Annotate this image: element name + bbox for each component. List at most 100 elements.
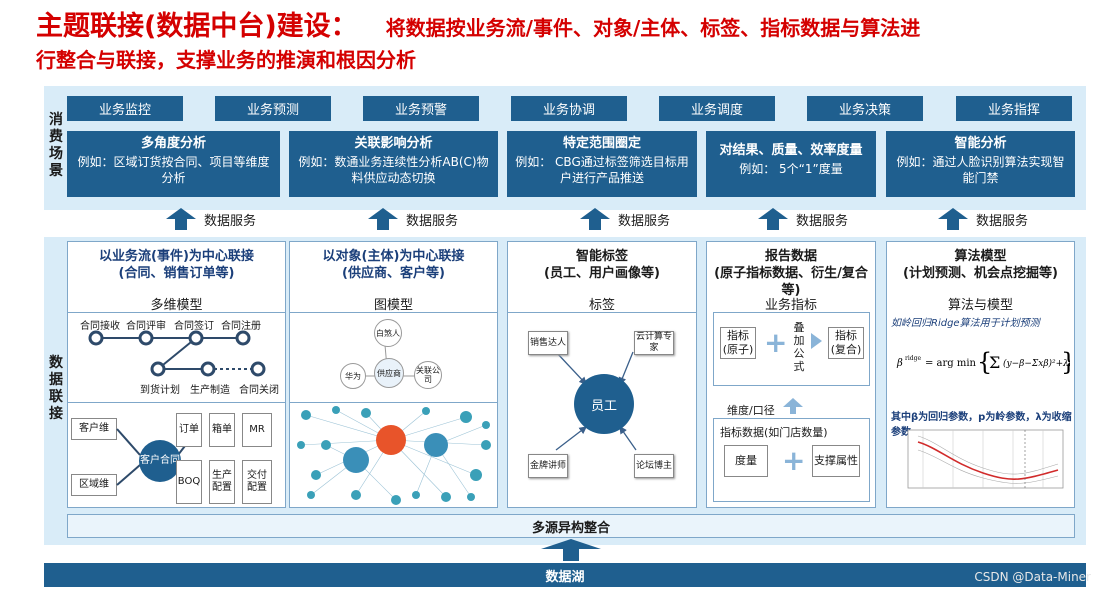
scenario-range-selection: 特定范围圈定 例如： CBG通过标签筛选目标用户进行产品推送	[507, 131, 697, 197]
data-service-4: 数据服务	[758, 207, 848, 231]
scenario-heading: 智能分析	[954, 136, 1007, 151]
data-service-2: 数据服务	[368, 207, 458, 231]
data-service-label: 数据服务	[976, 213, 1029, 229]
service-business-monitor: 业务监控	[67, 96, 183, 121]
data-service-1: 数据服务	[166, 207, 256, 231]
up-arrow-icon	[541, 539, 601, 561]
scenario-body: 例如：区域订货按合同、项目等维度分析	[77, 155, 270, 185]
scenario-intelligent-analysis: 智能分析 例如：通过人脸识别算法实现智能门禁	[886, 131, 1075, 197]
link-side-label: 数据联接	[49, 355, 63, 422]
fact-order: 订单	[176, 413, 202, 447]
ridge-trace-chart-image	[907, 429, 1064, 489]
column-heading: 报告数据 (原子指标数据、衍生/复合等)	[707, 242, 875, 299]
data-service-5: 数据服务	[938, 207, 1028, 231]
up-arrow-icon	[758, 208, 788, 230]
service-business-decision: 业务决策	[807, 96, 923, 121]
fact-boq: BOQ	[176, 460, 202, 504]
scenario-body: 例如： CBG通过标签筛选目标用户进行产品推送	[515, 155, 689, 185]
network-graph-image	[297, 406, 491, 505]
svg-text:= arg min: = arg min	[925, 358, 977, 369]
up-arrow-icon	[166, 208, 196, 230]
title-main: 主题联接(数据中台)建设：	[36, 11, 358, 42]
svg-text:(y−β−Σxβ)²+λΣβ²: (y−β−Σxβ)²+λΣβ²	[1003, 358, 1070, 369]
data-service-3: 数据服务	[580, 207, 670, 231]
service-business-coordination: 业务协调	[511, 96, 627, 121]
column-subtitle: (合同、销售订单等)	[118, 266, 235, 281]
scenario-heading: 多角度分析	[140, 136, 206, 151]
right-arrow-icon	[811, 333, 822, 349]
column-subtitle: (计划预测、机会点挖掘等)	[903, 266, 1058, 281]
svg-text:}: }	[1061, 348, 1070, 376]
fact-production-config: 生产配置	[209, 460, 235, 504]
tag-gold-lecturer: 金牌讲师	[528, 454, 568, 478]
tag-cloud-expert: 云计算专家	[634, 331, 674, 355]
model-label: 图模型	[373, 298, 413, 313]
data-service-label: 数据服务	[406, 213, 459, 229]
plus-icon: +	[782, 444, 806, 477]
dim-region: 区域维	[71, 474, 117, 496]
graph-node-huawei: 华为	[340, 363, 366, 389]
tag-links	[555, 351, 637, 451]
fact-packing-list: 箱单	[209, 413, 235, 447]
column-subtitle: (供应商、客户等)	[342, 266, 445, 281]
up-arrow-icon	[783, 398, 803, 407]
tag-forum-blogger: 论坛博主	[634, 454, 674, 478]
svg-text:{: {	[977, 348, 992, 376]
metric-composite: 指标(复合)	[828, 327, 864, 359]
scenario-impact-analysis: 关联影响分析 例如：数通业务连续性分析AB(C)物料供应动态切换	[289, 131, 498, 197]
title-subtitle: 将数据按业务流/事件、对象/主体、标签、指标数据与算法进	[385, 16, 921, 40]
service-business-warning: 业务预警	[363, 96, 479, 121]
service-business-forecast: 业务预测	[215, 96, 331, 121]
scenario-body: 例如：数通业务连续性分析AB(C)物料供应动态切换	[298, 155, 489, 185]
scenario-measurement: 对结果、质量、效率度量 例如： 5个“1”度量	[706, 131, 876, 197]
column-heading: 算法模型 (计划预测、机会点挖掘等)	[887, 242, 1074, 282]
stack-formula-label: 叠加公式	[793, 321, 805, 373]
column-heading: 以业务流(事件)为中心联接 (合同、销售订单等)	[68, 242, 285, 282]
dim-customer: 客户维	[71, 418, 117, 440]
up-arrow-stem	[790, 407, 796, 414]
title-subtitle-line2: 行整合与联接，支撑业务的推演和根因分析	[36, 48, 416, 72]
param-note: 其中β为回归参数，p为岭参数，λ为收缩参数	[891, 412, 1072, 438]
data-lake: 数据湖	[44, 563, 1086, 587]
column-title: 智能标签	[575, 249, 628, 264]
employee-node: 员工	[574, 374, 634, 434]
column-smart-tags: 智能标签 (员工、用户画像等) 标签 销售达人 云计算专家 金牌讲师 论坛博主 …	[507, 241, 697, 508]
column-subtitle: (员工、用户画像等)	[544, 266, 660, 281]
service-business-command: 业务指挥	[956, 96, 1072, 121]
consume-side-label: 消费场景	[49, 112, 63, 179]
column-title: 以业务流(事件)为中心联接	[99, 249, 254, 264]
up-arrow-icon	[938, 208, 968, 230]
page-title: 主题联接(数据中台)建设： 将数据按业务流/事件、对象/主体、标签、指标数据与算法…	[36, 12, 1096, 75]
ridge-formula-image: β ridge = arg min { Σ (y−β−Σxβ)²+λΣβ² }	[896, 348, 1070, 376]
scenario-body: 例如：通过人脸识别算法实现智能门禁	[896, 155, 1065, 185]
divider	[68, 312, 285, 313]
data-service-label: 数据服务	[796, 213, 849, 229]
metric-data-label: 指标数据(如门店数量)	[720, 426, 828, 439]
supporting-attribute-box: 支撑属性	[812, 445, 860, 477]
dimension-label: 维度/口径	[727, 404, 775, 417]
svg-text:ridge: ridge	[905, 355, 921, 362]
model-label: 算法与模型	[947, 298, 1013, 313]
flow-step-receive: 合同接收	[80, 321, 120, 332]
graph-node-person: 白煞人	[374, 319, 402, 347]
model-label: 多维模型	[150, 298, 203, 313]
metric-atomic: 指标(原子)	[720, 327, 756, 359]
metric-data-box: 指标数据(如门店数量) 度量 + 支撑属性	[713, 418, 870, 502]
svg-text:β: β	[896, 358, 903, 369]
metric-formula-box: 指标(原子) + 叠加公式 指标(复合)	[713, 312, 870, 386]
column-business-flow: 以业务流(事件)为中心联接 (合同、销售订单等) 多维模型 合同接收 合同评审 …	[67, 241, 286, 508]
tag-sales-star: 销售达人	[528, 331, 568, 355]
graph-node-supplier: 供应商	[374, 358, 404, 388]
contract-flow-diagram	[88, 330, 266, 377]
service-business-scheduling: 业务调度	[659, 96, 775, 121]
graph-node-affiliate: 关联公司	[414, 361, 442, 389]
data-service-label: 数据服务	[618, 213, 671, 229]
column-algorithm-model: 算法模型 (计划预测、机会点挖掘等) 算法与模型 如岭回归Ridge算法用于计划…	[886, 241, 1075, 508]
flow-step-sign: 合同签订	[174, 321, 214, 332]
customer-contract-node: 客户合同	[139, 440, 181, 482]
fact-mr: MR	[242, 413, 272, 447]
divider	[290, 402, 497, 403]
flow-step-register: 合同注册	[221, 321, 261, 332]
scenario-body: 例如： 5个“1”度量	[739, 162, 843, 176]
column-title: 以对象(主体)为中心联接	[322, 249, 465, 264]
